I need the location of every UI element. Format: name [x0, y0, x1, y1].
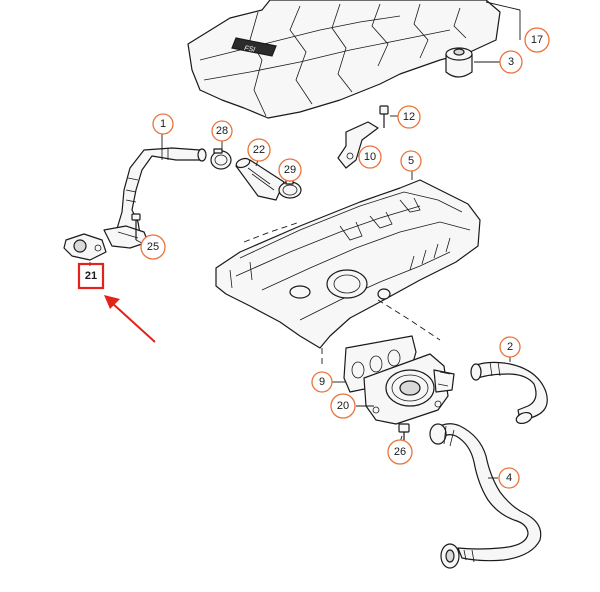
callout-9[interactable]: 9: [311, 371, 333, 393]
part-22-hose: [235, 157, 285, 201]
part-21-gasket: [63, 233, 107, 266]
part-25-bolt: [131, 213, 145, 245]
callout-25[interactable]: 25: [140, 234, 166, 260]
part-3-rubber-mount: [445, 47, 500, 78]
callout-12-label: 12: [403, 111, 415, 123]
callout-4-label: 4: [506, 472, 512, 484]
part-4-hose: [429, 423, 542, 569]
callout-9-label: 9: [319, 376, 325, 388]
highlighted-part-21[interactable]: 21: [77, 262, 105, 290]
part-26-bolt: [398, 423, 410, 444]
callout-10-label: 10: [364, 151, 376, 163]
callout-22-label: 22: [253, 144, 265, 156]
callout-2-label: 2: [507, 341, 513, 353]
callout-10[interactable]: 10: [358, 145, 382, 169]
part-2-hose: [470, 356, 548, 425]
highlight-box: [77, 262, 105, 290]
part-12-bolt: [379, 105, 398, 128]
callout-12[interactable]: 12: [397, 105, 421, 129]
part-29-hose-clamp: [278, 179, 302, 199]
callout-1-label: 1: [160, 118, 166, 130]
callout-2[interactable]: 2: [499, 336, 521, 358]
callout-26-label: 26: [394, 446, 406, 458]
highlight-arrow: [104, 295, 156, 343]
callout-4[interactable]: 4: [498, 467, 520, 489]
callout-17[interactable]: 17: [524, 27, 550, 53]
part-20-oil-separator: [356, 353, 455, 425]
callout-26[interactable]: 26: [387, 439, 413, 465]
callout-20-label: 20: [337, 400, 349, 412]
callout-28-label: 28: [216, 125, 228, 137]
callout-17-label: 17: [531, 34, 543, 46]
engine-cover: FSI: [187, 0, 521, 119]
callout-25-label: 25: [147, 241, 159, 253]
part-28-hose-clamp: [210, 140, 232, 170]
callout-29-label: 29: [284, 164, 296, 176]
callout-3[interactable]: 3: [499, 50, 523, 74]
callout-28[interactable]: 28: [211, 120, 233, 142]
part-1-breather-pipe: [103, 134, 207, 249]
callout-5-label: 5: [408, 155, 414, 167]
callout-3-label: 3: [508, 56, 514, 68]
callout-1[interactable]: 1: [152, 113, 174, 135]
callout-20[interactable]: 20: [330, 393, 356, 419]
part-5-cylinder-head-cover: [215, 170, 481, 349]
highlighted-part-label: 21: [85, 270, 97, 282]
callout-29[interactable]: 29: [278, 158, 302, 182]
engine-cover-logo: FSI: [231, 37, 277, 57]
callout-22[interactable]: 22: [247, 138, 271, 162]
engine-cover-logo-text: FSI: [244, 45, 256, 54]
callout-5[interactable]: 5: [400, 150, 422, 172]
assembly-line-cover-right: [377, 299, 441, 341]
